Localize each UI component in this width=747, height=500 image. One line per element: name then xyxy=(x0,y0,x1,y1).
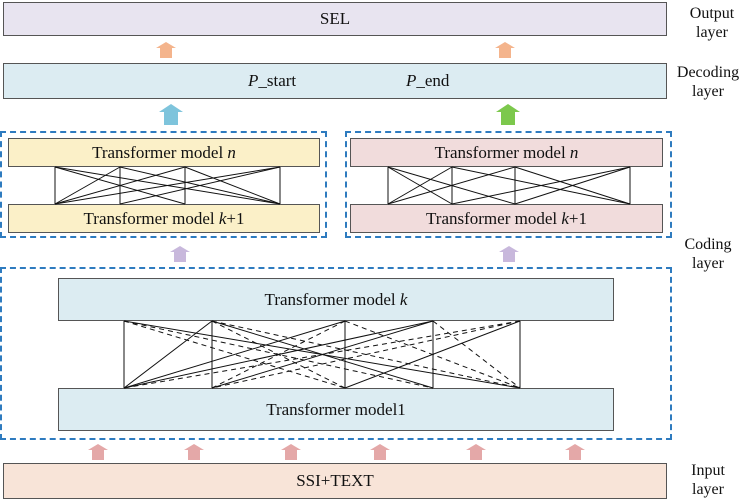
transformer-1: Transformer model1 xyxy=(58,388,614,431)
arrow-up-icon xyxy=(88,444,108,460)
p-start-label: P_start xyxy=(248,71,297,90)
arrow-up-icon xyxy=(170,246,190,262)
sel-label: SEL xyxy=(319,9,351,28)
transformer-k: Transformer model k xyxy=(58,278,614,321)
left-transformer-k1: Transformer model k+1 xyxy=(8,204,320,233)
coding-layer-label: Coding layer xyxy=(684,236,732,272)
decoding-box: P_start P_end xyxy=(3,63,667,99)
arrow-up-icon xyxy=(565,444,585,460)
arrow-up-icon xyxy=(499,246,519,262)
arrow-up-icon xyxy=(466,444,486,460)
p-end-label: P_end xyxy=(406,71,450,90)
output-arrows xyxy=(156,42,515,58)
arrow-up-icon xyxy=(156,42,176,58)
input-arrows xyxy=(88,444,585,460)
right-transformer-n: Transformer model n xyxy=(350,138,663,167)
arrow-up-icon xyxy=(159,104,183,125)
arrow-up-icon xyxy=(496,104,520,125)
decoding-arrows xyxy=(159,104,520,125)
sel-box: SEL xyxy=(3,2,667,36)
right-upper-group xyxy=(345,131,672,238)
input-box: SSI+TEXT xyxy=(3,463,667,499)
arrow-up-icon xyxy=(184,444,204,460)
left-upper-group xyxy=(0,131,327,238)
left-transformer-n: Transformer model n xyxy=(8,138,320,167)
coding-arrows xyxy=(170,246,519,262)
right-transformer-k1: Transformer model k+1 xyxy=(350,204,663,233)
output-layer-label: Output layer xyxy=(689,5,735,41)
decoding-layer-label: Decoding layer xyxy=(676,64,740,100)
arrow-up-icon xyxy=(281,444,301,460)
arrow-up-icon xyxy=(495,42,515,58)
input-layer-label: Input layer xyxy=(691,462,725,498)
lower-coding-group xyxy=(0,267,672,440)
arrow-up-icon xyxy=(370,444,390,460)
